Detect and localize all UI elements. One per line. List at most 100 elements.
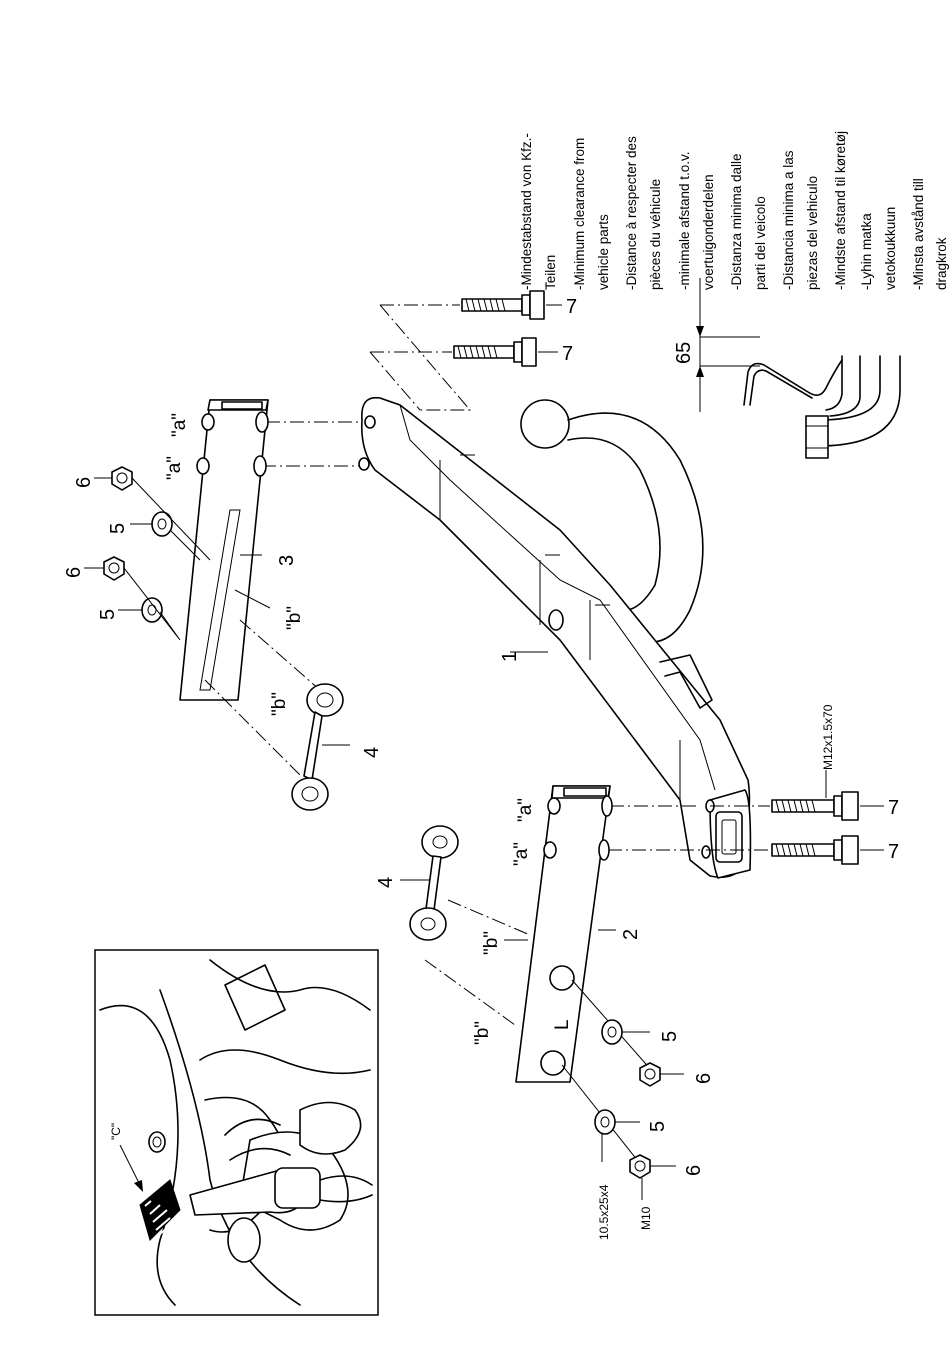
nut-spec: M10 [639,1206,653,1230]
drilling-inset: "C" [94,949,379,1316]
svg-text:parti del veicolo: parti del veicolo [753,196,768,290]
note-line: -Minimum clearance from [572,138,587,290]
part-number-5: 5 [647,1121,669,1132]
svg-text:-minimale afstand t.o.v.: -minimale afstand t.o.v. [677,151,692,290]
svg-text:Teilen: Teilen [543,255,558,290]
clearance-detail: 65 [673,278,901,459]
svg-text:5: 5 [97,609,119,620]
svg-text:"a": "a" [515,798,536,822]
svg-text:6: 6 [693,1073,715,1084]
svg-text:65: 65 [673,342,695,364]
part-number-1: 1 [499,651,521,662]
bolt-lower-1: 7 M12x1.5x70 [710,704,899,821]
bracket-2: L 2 "a" "a" "b" "b" [472,785,700,1083]
note-line: -Lyhin matka [859,213,874,290]
crossbar-main: 1 [358,396,752,879]
svg-text:vetokoukkuun: vetokoukkuun [883,207,898,290]
note-line: parti del veicolo [753,196,768,290]
svg-text:7: 7 [566,296,577,318]
svg-text:vehicle parts: vehicle parts [596,214,611,290]
svg-text:-Minsta avstånd till: -Minsta avstånd till [911,178,926,290]
part-number-7: 7 [888,797,899,819]
hole-label-a: "a" [511,842,532,866]
note-line: dragkrok [934,237,949,290]
svg-text:3: 3 [276,555,298,566]
note-line: -Mindestabstand von Kfz.- [519,133,534,290]
bolt-upper-2: 7 [370,337,573,367]
bracket-3: 3 "a" "a" "b" "b" [164,399,360,716]
svg-text:-Lyhin matka: -Lyhin matka [859,213,874,290]
hole-label-b: "b" [284,606,305,630]
svg-text:5: 5 [107,523,129,534]
note-line: voertuigonderdelen [701,174,716,290]
svg-text:7: 7 [888,841,899,863]
hole-label-a: "a" [515,798,536,822]
clearance-note: -Mindestabstand von Kfz.- Teilen -Minimu… [519,131,949,290]
svg-text:M10: M10 [639,1206,653,1230]
side-marker-l: L [552,1019,573,1030]
svg-text:5: 5 [647,1121,669,1132]
link-4-lower: 4 [375,825,531,1026]
note-line: -Distancia minima a las [781,150,796,290]
svg-text:10.5x25x4: 10.5x25x4 [597,1184,611,1240]
svg-text:-Distance à respecter des: -Distance à respecter des [624,136,639,290]
svg-text:"a": "a" [169,413,190,437]
note-line: -Mindste afstand til køretøj [833,131,848,290]
note-line: Teilen [543,255,558,290]
svg-text:dragkrok: dragkrok [934,237,949,290]
svg-text:"a": "a" [164,456,185,480]
svg-text:"C": "C" [109,1123,123,1140]
fasteners-upper: 6 5 6 5 [63,466,211,641]
part-number-2: 2 [620,929,642,940]
svg-text:7: 7 [888,797,899,819]
svg-text:L: L [552,1019,573,1030]
part-number-5: 5 [97,609,119,620]
svg-text:6: 6 [63,567,85,578]
hole-label-b: "b" [269,692,290,716]
svg-text:2: 2 [620,929,642,940]
part-number-6: 6 [683,1165,705,1176]
svg-text:4: 4 [361,747,383,758]
dimension-65: 65 [673,342,695,364]
part-number-4: 4 [361,747,383,758]
part-number-4: 4 [375,877,397,888]
svg-text:-Mindestabstand von Kfz.-: -Mindestabstand von Kfz.- [519,133,534,290]
part-number-7: 7 [888,841,899,863]
part-number-7: 7 [566,296,577,318]
part-number-6: 6 [73,477,95,488]
hole-label-b: "b" [481,931,502,955]
svg-text:M12x1.5x70: M12x1.5x70 [821,704,835,770]
link-4-upper: 4 [204,619,383,811]
svg-text:-Distancia minima a las: -Distancia minima a las [781,150,796,290]
bolt-upper-1: 7 [380,290,577,320]
svg-text:-Mindste afstand til køretøj: -Mindste afstand til køretøj [833,131,848,290]
part-number-7: 7 [562,343,573,365]
note-line: vehicle parts [596,214,611,290]
svg-text:voertuigonderdelen: voertuigonderdelen [701,174,716,290]
svg-text:4: 4 [375,877,397,888]
note-line: -Distanza minima dalle [729,153,744,290]
svg-text:-Minimum clearance from: -Minimum clearance from [572,138,587,290]
note-line: -Minsta avstånd till [911,178,926,290]
part-number-6: 6 [63,567,85,578]
note-line: piezas del vehiculo [805,176,820,290]
svg-text:"b": "b" [284,606,305,630]
part-number-5: 5 [659,1031,681,1042]
svg-text:7: 7 [562,343,573,365]
note-line: -Distance à respecter des [624,136,639,290]
svg-text:6: 6 [73,477,95,488]
hole-label-a: "a" [169,413,190,437]
svg-text:"b": "b" [481,931,502,955]
svg-text:"a": "a" [511,842,532,866]
hole-label-a: "a" [164,456,185,480]
note-line: -minimale afstand t.o.v. [677,151,692,290]
svg-text:piezas del vehiculo: piezas del vehiculo [805,176,820,290]
bolt-spec: M12x1.5x70 [821,704,835,770]
part-number-6: 6 [693,1073,715,1084]
svg-text:"b": "b" [472,1021,493,1045]
note-line: pièces du véhicule [648,179,663,290]
hole-label-b: "b" [472,1021,493,1045]
svg-text:pièces du véhicule: pièces du véhicule [648,179,663,290]
svg-text:6: 6 [683,1165,705,1176]
